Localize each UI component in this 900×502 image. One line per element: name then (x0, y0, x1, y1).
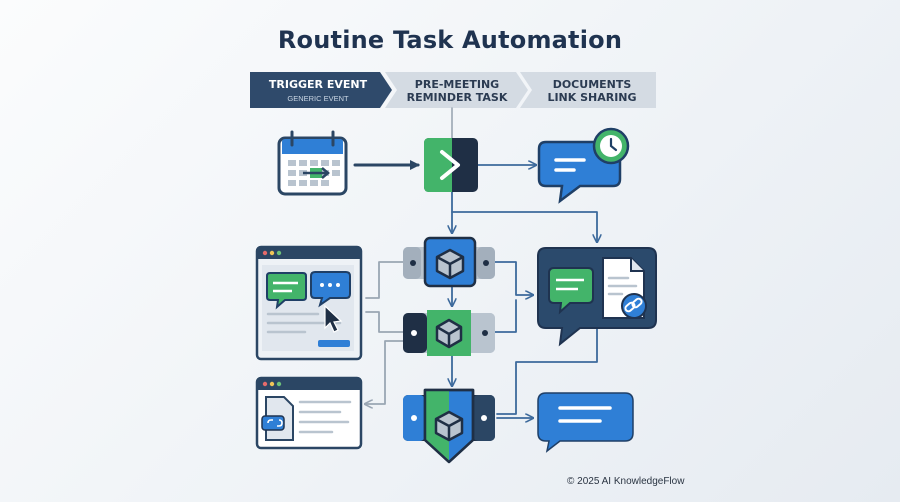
connector-cube1-to-browser (365, 261, 404, 299)
page-title: Routine Task Automation (277, 26, 623, 54)
connector-cube2-to-small-browser (366, 340, 404, 404)
stage-1-label: TRIGGER EVENT (269, 78, 368, 91)
connector-cube1-to-doc-panel (494, 261, 532, 295)
connector-doc-panel-to-cube3 (496, 327, 598, 415)
stage-1-chevron (250, 72, 392, 108)
connectors (353, 107, 598, 418)
clock-icon (592, 127, 630, 165)
cube-icon-3 (434, 410, 464, 442)
stage-2-chevron (385, 72, 528, 108)
connector-gate-to-doc-panel (451, 211, 597, 241)
stage-1-sublabel: GENERIC EVENT (287, 94, 349, 103)
connector-browser-to-cube2 (365, 311, 404, 333)
file-link-icon (261, 396, 294, 441)
pre-meeting-gate (424, 138, 478, 192)
stage-3-label: DOCUMENTS (553, 78, 632, 91)
cube-icon-2 (435, 318, 463, 349)
cursor-icon (324, 304, 343, 333)
link-icon (621, 293, 647, 319)
stage-3-sublabel: LINK SHARING (547, 91, 636, 104)
stage-banner: TRIGGER EVENT GENERIC EVENT PRE-MEETING … (250, 72, 656, 108)
stage-2-sublabel: REMINDER TASK (407, 91, 508, 104)
browser-window-icon (255, 245, 363, 361)
connector-cube2-to-doc-panel (494, 299, 517, 333)
message-bubble-icon (537, 392, 634, 453)
chat-bubble-icon (548, 267, 594, 315)
stage-2-label: PRE-MEETING (415, 78, 499, 91)
calendar-icon (277, 130, 348, 196)
stage-3-chevron (520, 72, 656, 108)
cube-icon-1 (435, 248, 465, 280)
copyright-footer: © 2025 AI KnowledgeFlow (567, 476, 685, 487)
